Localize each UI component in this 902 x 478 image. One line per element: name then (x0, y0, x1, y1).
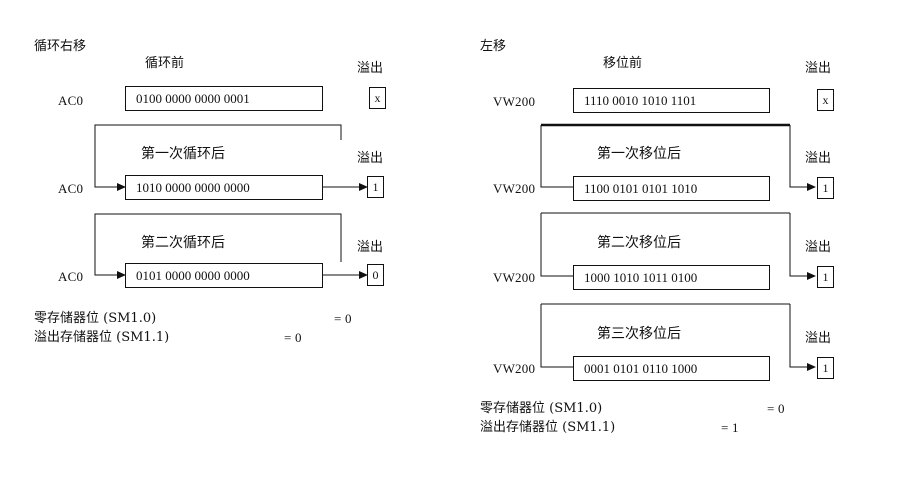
overflow-heading: 溢出 (357, 240, 384, 255)
overflow-value: x (374, 90, 381, 105)
shift-link-1 (540, 125, 573, 188)
overflow-value: x (822, 92, 829, 107)
overflow-flag-label: 溢出存储器位 (SM1.1) (480, 420, 616, 435)
overflow-box: x (817, 89, 834, 111)
register-label: AC0 (58, 269, 84, 284)
overflow-box: 1 (817, 266, 834, 288)
register-label: VW200 (493, 181, 536, 196)
overflow-box: 1 (817, 357, 834, 379)
overflow-box: 1 (817, 177, 834, 199)
register-value-box: 1110 0010 1010 1101 (573, 88, 770, 113)
panel-title: 循环右移 (34, 39, 87, 54)
shift-out-2 (789, 213, 816, 280)
overflow-heading: 溢出 (805, 240, 832, 255)
shift-link-2b (540, 213, 573, 277)
overflow-box: x (369, 87, 386, 109)
before-heading: 移位前 (603, 56, 643, 71)
step-heading: 第三次移位后 (597, 326, 681, 342)
register-value: 0100 0000 0000 0001 (136, 90, 250, 106)
before-heading: 循环前 (145, 56, 185, 71)
register-value: 0101 0000 0000 0000 (136, 267, 250, 283)
zero-flag-value: = 0 (767, 401, 785, 416)
overflow-heading: 溢出 (805, 61, 832, 76)
overflow-value: 1 (822, 360, 829, 375)
overflow-heading: 溢出 (357, 61, 384, 76)
zero-flag-value: = 0 (334, 311, 352, 326)
shift-out-1 (789, 125, 816, 191)
overflow-value: 1 (372, 179, 379, 194)
overflow-value: 1 (822, 269, 829, 284)
overflow-value: 0 (372, 267, 379, 282)
overflow-heading: 溢出 (805, 331, 832, 346)
register-value-box: 1000 1010 1011 0100 (573, 265, 770, 290)
overflow-box: 1 (367, 176, 384, 198)
shift-out-3 (789, 304, 816, 371)
register-label: VW200 (493, 270, 536, 285)
register-label: AC0 (58, 181, 84, 196)
register-value-box: 1010 0000 0000 0000 (125, 175, 323, 200)
register-value-box: 0100 0000 0000 0001 (125, 86, 323, 111)
overflow-heading: 溢出 (357, 151, 384, 166)
register-value: 1010 0000 0000 0000 (136, 179, 250, 195)
shift-link-3b (540, 304, 573, 368)
register-value: 0001 0101 0110 1000 (584, 360, 698, 376)
zero-flag-label: 零存储器位 (SM1.0) (34, 311, 157, 326)
overflow-heading: 溢出 (805, 151, 832, 166)
step-heading: 第一次移位后 (597, 146, 681, 162)
zero-flag-label: 零存储器位 (SM1.0) (480, 401, 603, 416)
register-value-box: 1100 0101 0101 1010 (573, 176, 770, 201)
register-value: 1100 0101 0101 1010 (584, 180, 698, 196)
step-heading: 第二次循环后 (141, 235, 225, 251)
register-label: AC0 (58, 93, 84, 108)
register-value-box: 0001 0101 0110 1000 (573, 356, 770, 381)
register-label: VW200 (493, 361, 536, 376)
register-value-box: 0101 0000 0000 0000 (125, 263, 323, 288)
overflow-value: 1 (822, 180, 829, 195)
register-label: VW200 (493, 94, 536, 109)
register-value: 1110 0010 1010 1101 (584, 92, 697, 108)
step-heading: 第一次循环后 (141, 146, 225, 162)
panel-title: 左移 (480, 39, 507, 54)
overflow-flag-label: 溢出存储器位 (SM1.1) (34, 330, 170, 345)
overflow-box: 0 (367, 264, 384, 286)
rotate-loop-1 (94, 124, 342, 191)
register-value: 1000 1010 1011 0100 (584, 269, 698, 285)
overflow-flag-value: = 0 (284, 330, 302, 345)
overflow-flag-value: = 1 (721, 420, 739, 435)
step-heading: 第二次移位后 (597, 235, 681, 251)
rotate-loop-2 (94, 213, 342, 279)
